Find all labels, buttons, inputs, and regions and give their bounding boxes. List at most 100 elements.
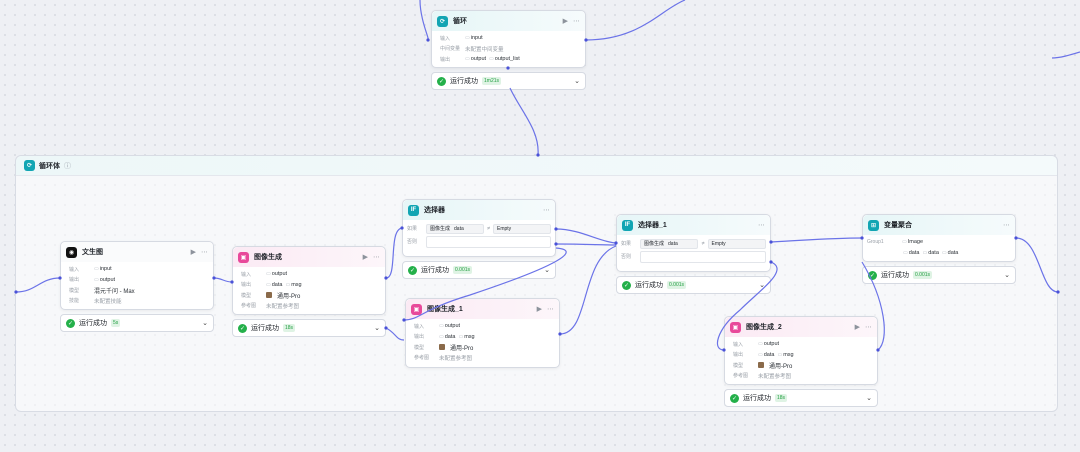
status-time: 1m21s — [482, 77, 502, 85]
vars-value: 未配置中间变量 — [465, 46, 504, 53]
input-label: 输入 — [733, 341, 744, 348]
ref-label: 参考图 — [414, 355, 430, 362]
output-tag: data — [439, 334, 456, 340]
input-tag: input — [465, 35, 483, 41]
chevron-down-icon[interactable]: ⌄ — [574, 78, 580, 85]
selector-status[interactable]: ✓ 运行成功 0.001s ⌄ — [402, 261, 556, 279]
ref-value: 未配置参考图 — [758, 373, 792, 380]
more-icon[interactable]: ⋯ — [865, 324, 872, 331]
more-icon[interactable]: ⋯ — [573, 18, 580, 25]
condition-right[interactable]: Empty — [493, 223, 551, 234]
status-text: 运行成功 — [450, 78, 478, 85]
model-label: 模型 — [414, 344, 425, 351]
check-icon: ✓ — [437, 76, 446, 86]
image-gen-2-status[interactable]: ✓ 运行成功 18s ⌄ — [724, 389, 878, 407]
input-tag: output — [266, 271, 287, 277]
image-gen-2-node[interactable]: ▣ 图像生成_2 ▶⋯ 输入output 输出datamsg 模型通用-Pro … — [724, 316, 878, 385]
check-icon: ✓ — [408, 265, 417, 275]
loop-status[interactable]: ✓ 运行成功 1m21s ⌄ — [431, 72, 586, 90]
chevron-down-icon[interactable]: ⌄ — [202, 320, 208, 327]
ref-value: 未配置参考图 — [439, 355, 473, 362]
more-icon[interactable]: ⋯ — [758, 222, 765, 229]
node-title: 图像生成_2 — [746, 324, 782, 331]
cond-node: 图像生成 — [644, 241, 665, 247]
run-icon[interactable]: ▶ — [562, 18, 568, 25]
node-title: 图像生成_1 — [427, 306, 463, 313]
chevron-down-icon[interactable]: ⌄ — [759, 282, 765, 289]
run-icon[interactable]: ▶ — [362, 254, 368, 261]
else-label: 否则 — [621, 254, 632, 260]
input-tag: output — [439, 323, 460, 329]
text-to-image-status[interactable]: ✓ 运行成功 5s ⌄ — [60, 314, 214, 332]
output-label: 输出 — [241, 282, 252, 289]
group-label: Group1 — [867, 239, 884, 246]
more-icon[interactable]: ⋯ — [547, 306, 554, 313]
model-label: 模型 — [69, 287, 80, 294]
status-text: 运行成功 — [421, 267, 449, 274]
cond-op[interactable]: ≠ — [701, 240, 705, 247]
aggregate-status[interactable]: ✓ 运行成功 0.001s ⌄ — [862, 266, 1016, 284]
cond-op[interactable]: ≠ — [486, 225, 491, 232]
input-tag: input — [94, 266, 112, 272]
group-type: Image — [902, 239, 923, 245]
cond-node: 图像生成 — [430, 226, 451, 232]
node-title: 选择器 — [424, 207, 445, 214]
check-icon: ✓ — [622, 280, 631, 290]
check-icon: ✓ — [730, 393, 739, 403]
output-tag: output — [94, 277, 115, 283]
status-text: 运行成功 — [635, 282, 663, 289]
variable-aggregate-node[interactable]: ⊞ 变量聚合 ⋯ Group1Image datadatadata — [862, 214, 1016, 262]
run-icon[interactable]: ▶ — [854, 324, 860, 331]
more-icon[interactable]: ⋯ — [201, 249, 208, 256]
image-gen-1-node[interactable]: ▣ 图像生成_1 ▶⋯ 输入output 输出datamsg 模型通用-Pro … — [405, 298, 560, 368]
status-time: 0.001s — [453, 266, 473, 274]
status-time: 0.001s — [913, 271, 933, 279]
output-tag: msg — [285, 282, 301, 288]
more-icon[interactable]: ⋯ — [543, 207, 550, 214]
status-text: 运行成功 — [251, 325, 279, 332]
more-icon[interactable]: ⋯ — [373, 254, 380, 261]
selector-1-status[interactable]: ✓ 运行成功 0.001s ⌄ — [616, 276, 771, 294]
skill-label: 技能 — [69, 298, 80, 305]
model-icon — [266, 292, 272, 299]
input-tag: output — [758, 341, 779, 347]
model-label: 模型 — [733, 362, 744, 369]
var-tag: data — [922, 250, 939, 256]
else-field[interactable] — [426, 235, 551, 248]
image-gen-status[interactable]: ✓ 运行成功 18s ⌄ — [232, 319, 386, 337]
ref-label: 参考图 — [241, 303, 257, 310]
chevron-down-icon[interactable]: ⌄ — [544, 267, 550, 274]
input-label: 输入 — [69, 266, 80, 273]
output-tag: msg — [777, 352, 793, 358]
run-icon[interactable]: ▶ — [190, 249, 196, 256]
if-label: 如果 — [407, 226, 418, 232]
model-icon — [758, 362, 764, 369]
model-value: 混元千问 - Max — [94, 288, 135, 295]
output-tag: data — [758, 352, 775, 358]
condition-right[interactable]: Empty — [707, 238, 766, 249]
chevron-down-icon[interactable]: ⌄ — [1004, 272, 1010, 279]
var-tag: data — [903, 250, 920, 256]
loop-icon: ⟳ — [437, 15, 448, 27]
status-time: 0.001s — [667, 281, 687, 289]
more-icon[interactable]: ⋯ — [1003, 222, 1010, 229]
run-icon[interactable]: ▶ — [536, 306, 542, 313]
skill-value: 未配置技能 — [94, 298, 122, 305]
chevron-down-icon[interactable]: ⌄ — [374, 325, 380, 332]
image-icon: ▣ — [730, 321, 741, 333]
output-label: 输出 — [440, 56, 451, 63]
chevron-down-icon[interactable]: ⌄ — [866, 395, 872, 402]
check-icon: ✓ — [868, 270, 877, 280]
else-field[interactable] — [640, 250, 766, 263]
check-icon: ✓ — [66, 318, 75, 328]
status-time: 5s — [111, 319, 121, 327]
info-icon[interactable]: ⓘ — [64, 162, 71, 170]
node-title: 选择器_1 — [638, 222, 667, 229]
